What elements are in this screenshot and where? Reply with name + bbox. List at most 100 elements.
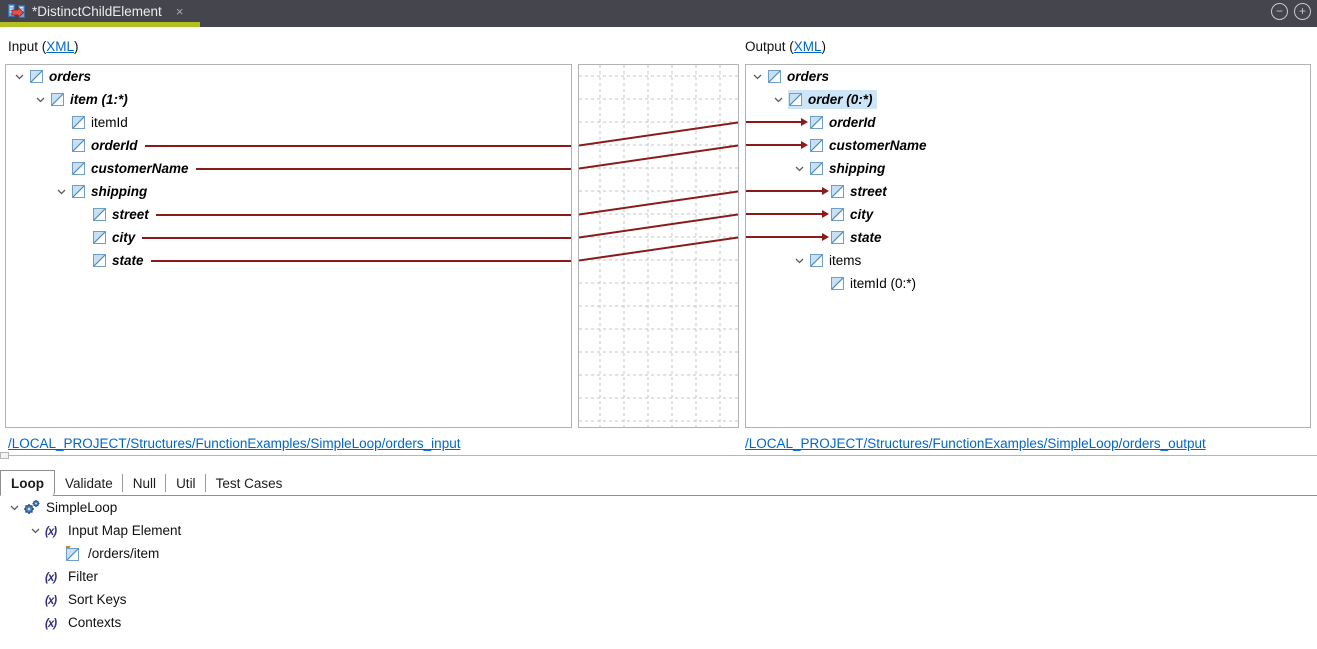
tree-item-label: city bbox=[850, 207, 874, 222]
tree-item-shipping[interactable]: shipping bbox=[746, 157, 1310, 180]
mapping-canvas[interactable] bbox=[578, 64, 739, 428]
element-icon bbox=[72, 185, 85, 198]
tree-item-order-0[interactable]: order (0:*) bbox=[746, 88, 1310, 111]
tree-item-label: street bbox=[112, 207, 149, 222]
mapping-arrow bbox=[746, 186, 829, 195]
chevron-down-icon[interactable] bbox=[10, 505, 24, 511]
mapping-arrow bbox=[746, 117, 808, 126]
input-schema-tree: orders item (1:*) itemId bbox=[5, 64, 572, 428]
input-pane-header: Input (XML) bbox=[8, 39, 79, 54]
tree-item-label: city bbox=[112, 230, 136, 245]
splitter-handle[interactable] bbox=[0, 452, 9, 459]
transform-item-orders-item[interactable]: /orders/item bbox=[0, 542, 1317, 565]
element-icon bbox=[93, 208, 106, 221]
chevron-down-icon[interactable] bbox=[15, 74, 29, 80]
chevron-down-icon[interactable] bbox=[753, 74, 767, 80]
tree-item-item-1[interactable]: item (1:*) bbox=[6, 88, 571, 111]
tree-item-label: shipping bbox=[91, 184, 148, 199]
editor-tab-bar: *DistinctChildElement × − + bbox=[0, 0, 1317, 27]
tree-item-customername[interactable]: customerName bbox=[746, 134, 1310, 157]
tab-loop[interactable]: Loop bbox=[0, 470, 55, 496]
transform-item-input-map-element[interactable]: (x)Input Map Element bbox=[0, 519, 1317, 542]
tree-item-label: orderId bbox=[829, 115, 876, 130]
input-xml-link[interactable]: XML bbox=[46, 39, 75, 54]
maximize-icon[interactable]: + bbox=[1294, 3, 1311, 20]
element-icon bbox=[93, 254, 106, 267]
tab-null[interactable]: Null bbox=[123, 470, 167, 496]
minimize-icon[interactable]: − bbox=[1271, 3, 1288, 20]
tree-item-label: item (1:*) bbox=[70, 92, 128, 107]
tree-item-city[interactable]: city bbox=[746, 203, 1310, 226]
output-xml-link[interactable]: XML bbox=[793, 39, 822, 54]
element-icon bbox=[831, 277, 844, 290]
chevron-down-icon[interactable] bbox=[795, 258, 809, 264]
tree-item-label: orders bbox=[49, 69, 92, 84]
tree-item-street[interactable]: street bbox=[6, 203, 571, 226]
function-icon: (x) bbox=[45, 618, 57, 630]
chevron-down-icon[interactable] bbox=[795, 166, 809, 172]
mapping-wire bbox=[144, 144, 571, 147]
chevron-down-icon[interactable] bbox=[57, 189, 71, 195]
tree-item-itemid-0[interactable]: itemId (0:*) bbox=[746, 272, 1310, 295]
input-schema-path-link[interactable]: /LOCAL_PROJECT/Structures/FunctionExampl… bbox=[8, 436, 461, 451]
element-icon bbox=[93, 231, 106, 244]
tab-util[interactable]: Util bbox=[166, 470, 206, 496]
element-icon bbox=[72, 162, 85, 175]
tree-item-label: itemId bbox=[91, 115, 128, 130]
horizontal-splitter[interactable] bbox=[0, 455, 1317, 456]
transform-item-contexts[interactable]: (x) Contexts bbox=[0, 611, 1317, 634]
tree-item-label: items bbox=[829, 253, 862, 268]
transform-item-filter[interactable]: (x)Filter bbox=[0, 565, 1317, 588]
tab-validate[interactable]: Validate bbox=[55, 470, 123, 496]
transform-item-label: Input Map Element bbox=[68, 523, 182, 538]
chevron-down-icon[interactable] bbox=[31, 528, 45, 534]
tree-item-label: state bbox=[850, 230, 882, 245]
close-icon[interactable]: × bbox=[175, 4, 184, 19]
tree-item-label: customerName bbox=[829, 138, 927, 153]
element-ref-icon bbox=[66, 546, 79, 561]
element-icon bbox=[789, 93, 802, 106]
transform-tree: SimpleLoop(x)Input Map Element /orders/i… bbox=[0, 496, 1317, 649]
tree-item-street[interactable]: street bbox=[746, 180, 1310, 203]
element-icon bbox=[831, 231, 844, 244]
function-icon: (x) bbox=[45, 595, 57, 607]
tree-item-orders[interactable]: orders bbox=[6, 65, 571, 88]
transform-item-label: Contexts bbox=[68, 615, 122, 630]
tree-item-state[interactable]: state bbox=[6, 249, 571, 272]
mapping-arrow bbox=[746, 232, 829, 241]
tree-item-label: state bbox=[112, 253, 144, 268]
chevron-down-icon[interactable] bbox=[36, 97, 50, 103]
tree-item-state[interactable]: state bbox=[746, 226, 1310, 249]
tree-item-orderid[interactable]: orderId bbox=[746, 111, 1310, 134]
tab-test-cases[interactable]: Test Cases bbox=[215, 475, 283, 491]
active-tab-strip bbox=[0, 22, 200, 27]
mapping-arrow bbox=[746, 140, 808, 149]
tree-item-label: shipping bbox=[829, 161, 886, 176]
mapping-arrow bbox=[746, 209, 829, 218]
tree-item-items[interactable]: items bbox=[746, 249, 1310, 272]
element-icon bbox=[72, 116, 85, 129]
output-pane-header: Output (XML) bbox=[745, 39, 827, 54]
output-schema-path-link[interactable]: /LOCAL_PROJECT/Structures/FunctionExampl… bbox=[745, 436, 1206, 451]
chevron-down-icon[interactable] bbox=[774, 97, 788, 103]
output-schema-tree: orders order (0:*) orderId bbox=[745, 64, 1311, 428]
element-icon bbox=[51, 93, 64, 106]
transform-item-sort-keys[interactable]: (x) Sort Keys bbox=[0, 588, 1317, 611]
mapping-wire bbox=[150, 259, 571, 262]
mapping-wire bbox=[142, 236, 571, 239]
transform-item-label: Sort Keys bbox=[68, 592, 127, 607]
element-icon bbox=[72, 139, 85, 152]
tree-item-orders[interactable]: orders bbox=[746, 65, 1310, 88]
tree-item-label: orderId bbox=[91, 138, 138, 153]
transform-item-simpleloop[interactable]: SimpleLoop bbox=[0, 496, 1317, 519]
map-document-icon bbox=[8, 4, 25, 19]
tree-item-city[interactable]: city bbox=[6, 226, 571, 249]
tree-item-shipping[interactable]: shipping bbox=[6, 180, 571, 203]
editor-tab[interactable]: *DistinctChildElement × bbox=[0, 0, 200, 27]
element-icon bbox=[810, 162, 823, 175]
transform-item-label: /orders/item bbox=[88, 546, 160, 561]
tree-item-customername[interactable]: customerName bbox=[6, 157, 571, 180]
tree-item-orderid[interactable]: orderId bbox=[6, 134, 571, 157]
function-icon: (x) bbox=[45, 572, 57, 584]
tree-item-itemid[interactable]: itemId bbox=[6, 111, 571, 134]
